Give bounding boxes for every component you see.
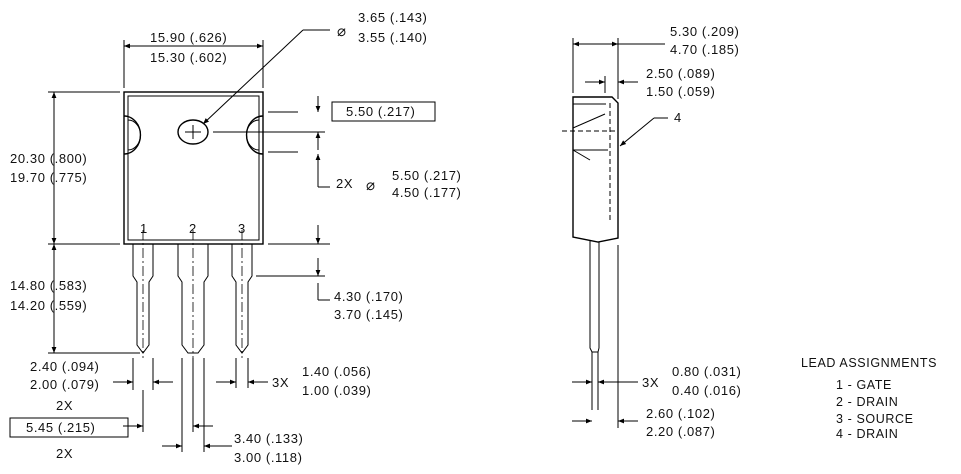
- front-view: 1 2 3 15.90 (.626) 15.30 (.602) ⌀ 3.65 (…: [9, 10, 461, 465]
- side-lead: [589, 241, 600, 353]
- width-min-label: 15.30 (.602): [150, 50, 227, 65]
- center-lead-width-min-label: 3.00 (.118): [234, 450, 303, 465]
- lead-offset-min-label: 2.20 (.087): [646, 424, 715, 439]
- lead-width-top-count-label: 2X: [56, 398, 73, 413]
- hole-diameter-max-label: 3.65 (.143): [358, 10, 427, 25]
- lead-assignment-item: 1 - GATE: [836, 378, 892, 392]
- lead-width-count-label: 3X: [272, 375, 289, 390]
- pin-number-1: 1: [140, 221, 148, 236]
- lead-assignment-item: 4 - DRAIN: [836, 427, 898, 441]
- center-lead-width-max-label: 3.40 (.133): [234, 431, 303, 446]
- lead-thickness-max-label: 0.80 (.031): [672, 364, 741, 379]
- right-notch: [245, 115, 264, 155]
- tab-thickness-min-label: 1.50 (.059): [646, 84, 715, 99]
- lead-assignments: LEAD ASSIGNMENTS 1 - GATE 2 - DRAIN 3 - …: [801, 356, 937, 441]
- notch-diameter-max-label: 5.50 (.217): [392, 168, 461, 183]
- package-body: [123, 91, 264, 245]
- hole-offset-box: [331, 101, 436, 122]
- body-height-max-label: 20.30 (.800): [10, 151, 87, 166]
- lead-width-max-label: 1.40 (.056): [302, 364, 371, 379]
- lead-offset-max-label: 2.60 (.102): [646, 406, 715, 421]
- lead-assignments-title: LEAD ASSIGNMENTS: [801, 356, 937, 370]
- side-thickness-min-label: 4.70 (.185): [670, 42, 739, 57]
- width-max-label: 15.90 (.626): [150, 30, 227, 45]
- pitch-box: [9, 417, 129, 438]
- tab-reference-label: 4: [674, 110, 682, 125]
- notch-diameter-min-label: 4.50 (.177): [392, 185, 461, 200]
- notch-diameter-symbol: ⌀: [366, 177, 376, 194]
- pitch-label: 5.45 (.215): [26, 420, 95, 435]
- left-notch: [123, 115, 142, 155]
- side-view: 5.30 (.209) 4.70 (.185) 2.50 (.089) 1.50…: [562, 24, 741, 439]
- body-height-min-label: 19.70 (.775): [10, 170, 87, 185]
- lead-length-min-label: 14.20 (.559): [10, 298, 87, 313]
- pin-number-2: 2: [189, 221, 197, 236]
- pin-number-3: 3: [238, 221, 246, 236]
- leads: [132, 230, 253, 358]
- lead-shoulder-max-label: 4.30 (.170): [334, 289, 403, 304]
- side-body: [572, 96, 619, 243]
- lead-width-min-label: 1.00 (.039): [302, 383, 371, 398]
- mounting-hole: [177, 119, 209, 145]
- lead-width-top-min-label: 2.00 (.079): [30, 377, 99, 392]
- tab-thickness-max-label: 2.50 (.089): [646, 66, 715, 81]
- hole-diameter-min-label: 3.55 (.140): [358, 30, 427, 45]
- notch-count-label: 2X: [336, 176, 353, 191]
- hole-diameter-symbol: ⌀: [337, 23, 347, 40]
- side-thickness-max-label: 5.30 (.209): [670, 24, 739, 39]
- lead-thickness-min-label: 0.40 (.016): [672, 383, 741, 398]
- lead-width-top-max-label: 2.40 (.094): [30, 359, 99, 374]
- lead-shoulder-min-label: 3.70 (.145): [334, 307, 403, 322]
- lead-thickness-count-label: 3X: [642, 375, 659, 390]
- lead-assignment-item: 2 - DRAIN: [836, 395, 898, 409]
- hole-offset-label: 5.50 (.217): [346, 104, 415, 119]
- lead-length-max-label: 14.80 (.583): [10, 278, 87, 293]
- lead-assignment-item: 3 - SOURCE: [836, 412, 914, 426]
- package-body-inner: [127, 95, 260, 241]
- pitch-count-label: 2X: [56, 446, 73, 461]
